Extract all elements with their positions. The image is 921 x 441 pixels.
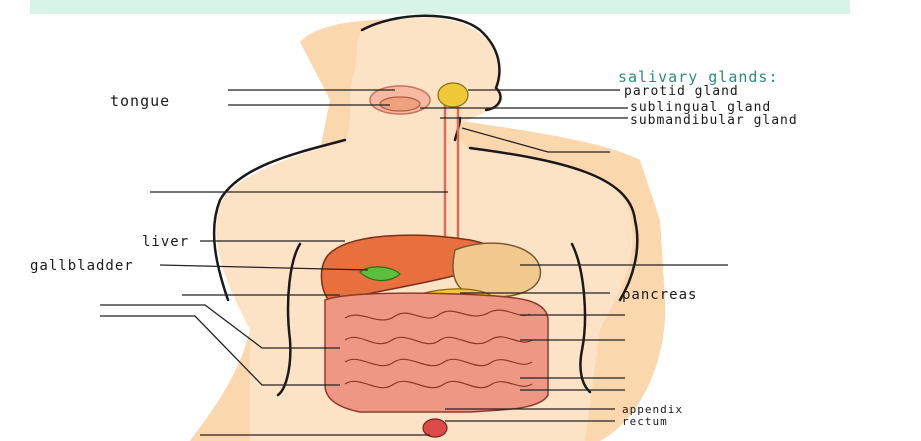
intestine-organ [325,293,548,412]
tongue-organ [380,97,420,111]
label-liver: liver [142,234,189,250]
label-pancreas: pancreas [622,287,697,303]
label-rectum: rectum [622,415,668,428]
label-tongue: tongue [110,92,170,110]
rectum-organ [423,419,447,437]
parotid-gland [438,83,468,107]
label-gallbladder: gallbladder [30,258,134,274]
label-submandibular: submandibular gland [630,113,798,128]
top-band [30,0,850,14]
label-parotid: parotid gland [624,84,739,99]
